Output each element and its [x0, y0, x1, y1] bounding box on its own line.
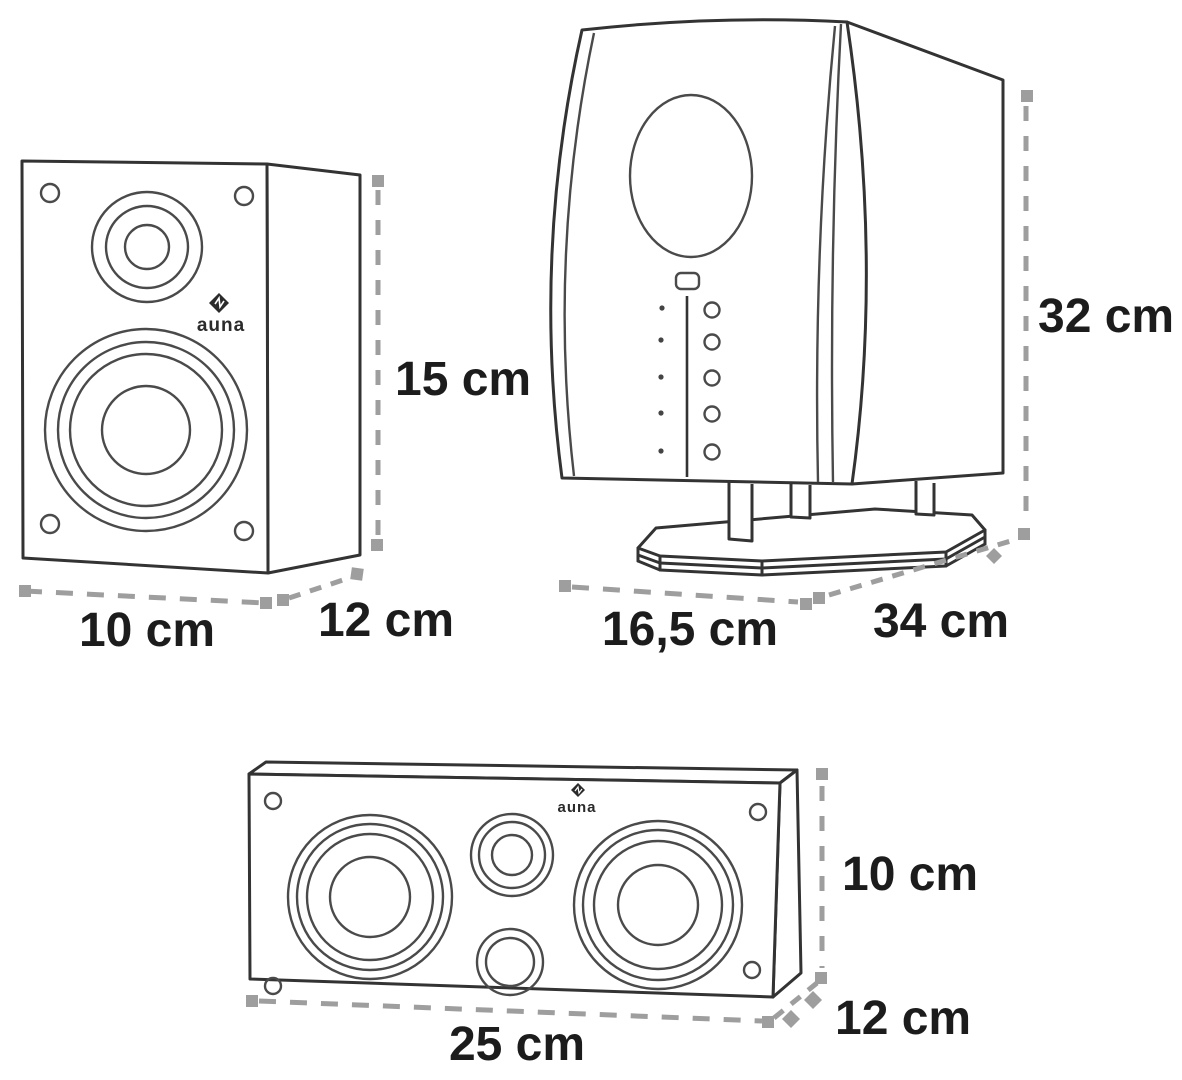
- stand-height-label: 32 cm: [1038, 290, 1174, 343]
- bookshelf-depth-label: 12 cm: [318, 594, 454, 647]
- center-height-label: 10 cm: [842, 848, 978, 901]
- bookshelf-woofer: [43, 327, 249, 533]
- stand-depth-label: 34 cm: [873, 595, 1009, 648]
- bookshelf-width-label: 10 cm: [79, 604, 215, 657]
- bookshelf-screws: [39, 182, 255, 542]
- bookshelf-front-panel: [20, 159, 270, 575]
- auna-logo-center: auna: [557, 783, 596, 816]
- auna-logo: auna: [197, 293, 245, 336]
- stand-width-label: 16,5 cm: [602, 603, 778, 656]
- stand-depth-line: [828, 537, 1015, 598]
- center-width-line: [258, 998, 763, 1024]
- center-depth-label: 12 cm: [835, 992, 971, 1045]
- center-front-panel: [247, 772, 782, 999]
- stand-speaker-dimensions: 32 cm 16,5 cm 34 cm: [559, 90, 1174, 656]
- display-window: [674, 271, 701, 291]
- center-tweeter: [469, 812, 555, 898]
- stand-speaker-controls: [658, 271, 721, 477]
- bookshelf-side-panel: [265, 162, 362, 575]
- bookshelf-speaker-dimensions: 15 cm 10 cm 12 cm: [19, 175, 531, 657]
- stand-speaker-driver-opening: [628, 93, 754, 259]
- auna-logo-text: auna: [197, 315, 245, 336]
- stand-posts: [727, 481, 936, 543]
- bookshelf-height-label: 15 cm: [395, 353, 531, 406]
- bookshelf-width-line: [24, 588, 266, 606]
- stand-speaker-front-panel: [549, 18, 868, 486]
- center-screws: [263, 791, 768, 996]
- stand-speaker-side-panel: [845, 20, 1005, 486]
- auna-logo-text: auna: [557, 799, 596, 816]
- center-speaker-dimensions: 10 cm 25 cm 12 cm: [246, 768, 978, 1071]
- stand-width-line: [571, 584, 799, 605]
- center-port: [475, 927, 545, 997]
- stand-base: [636, 507, 987, 577]
- center-right-woofer: [572, 819, 744, 991]
- center-speaker-drawing: auna: [247, 760, 803, 999]
- center-left-woofer: [286, 813, 454, 981]
- bookshelf-speaker-drawing: auna: [20, 159, 362, 575]
- bookshelf-tweeter: [90, 190, 204, 304]
- center-width-label: 25 cm: [449, 1018, 585, 1071]
- center-depth-line: [772, 981, 819, 1020]
- bookshelf-depth-line: [288, 574, 353, 601]
- stand-speaker-drawing: [549, 18, 1005, 577]
